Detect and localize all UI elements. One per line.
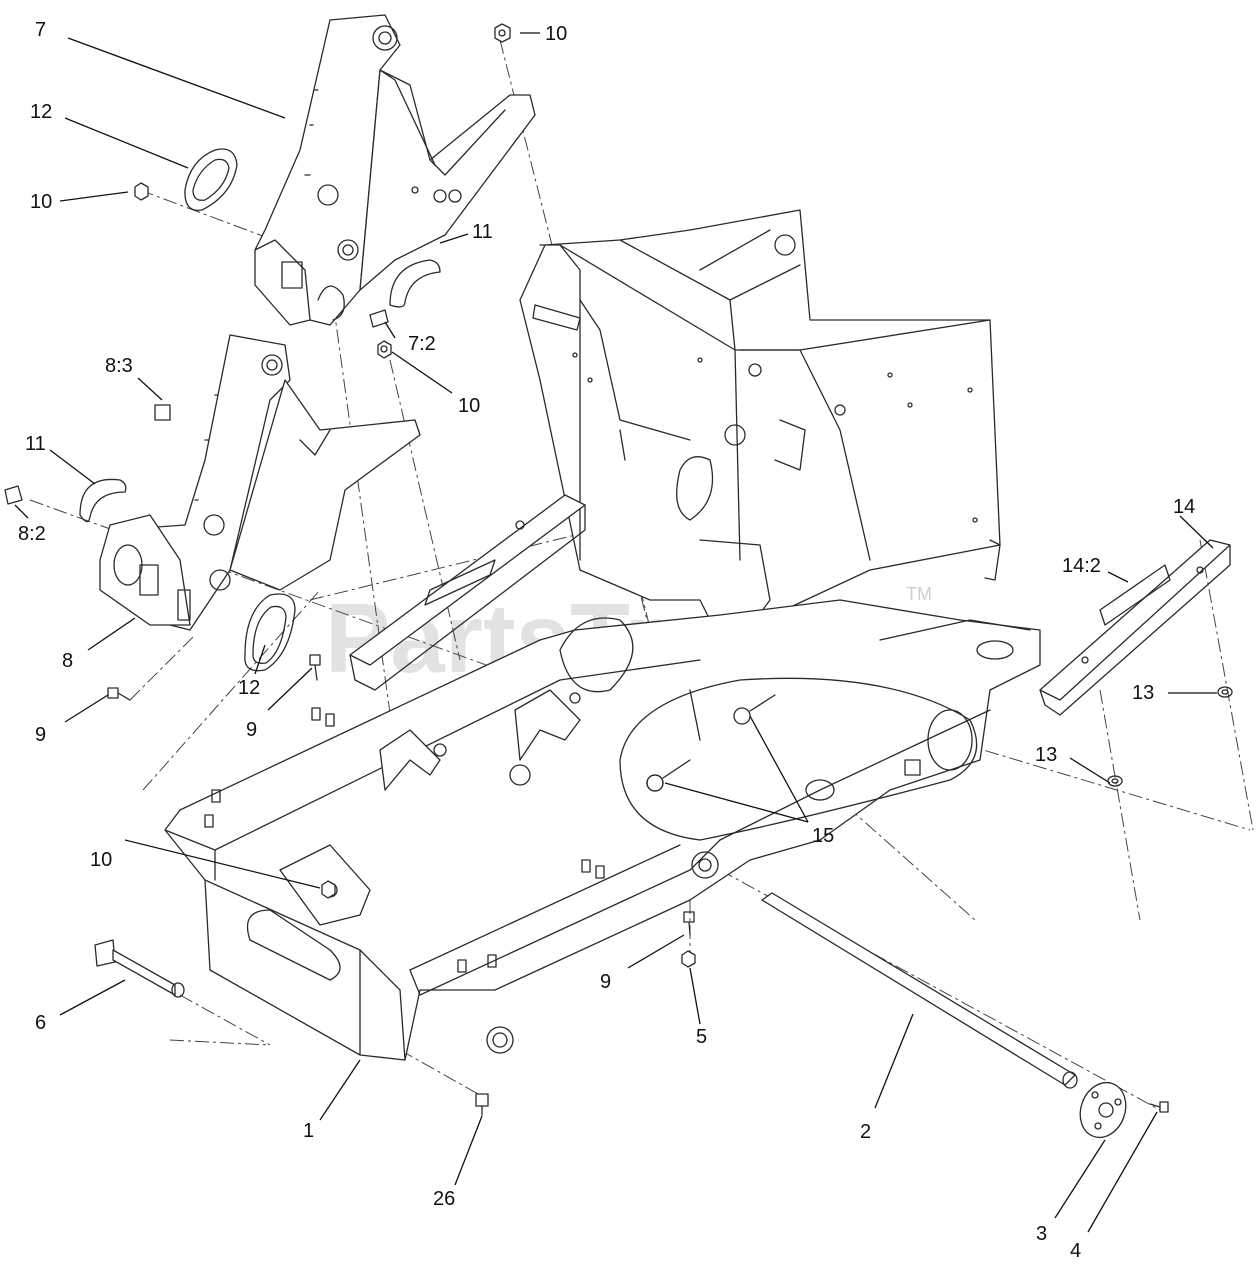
callout-10-top: 10: [545, 23, 567, 45]
part-12-grip-ring-top: [184, 148, 238, 211]
callout-10-left-top: 10: [30, 191, 52, 213]
callout-14-2: 14:2: [1062, 555, 1101, 577]
nut-10-mid: [377, 340, 392, 359]
bolt-9-mid: [309, 654, 321, 681]
callout-11-left: 11: [25, 433, 46, 455]
part-11-clip-left: [79, 478, 127, 523]
part-3-hub: [1079, 1081, 1127, 1139]
callout-14: 14: [1173, 496, 1195, 518]
decal-8-3: [154, 404, 171, 421]
callout-9-mid: 9: [246, 719, 257, 741]
callout-10-low: 10: [90, 849, 112, 871]
callout-7: 7: [35, 19, 46, 41]
washer-13-right: [1217, 686, 1233, 698]
callout-15: 15: [812, 825, 834, 847]
callout-1: 1: [303, 1120, 314, 1142]
part-11-clip-top: [389, 259, 441, 308]
part-7-upper-lift-arm: [254, 14, 536, 326]
callout-8-3: 8:3: [105, 355, 133, 377]
callout-11-top: 11: [472, 221, 493, 243]
main-tower-frame: [519, 209, 1001, 641]
callout-labels: 7 12 10 10 11 7:2 10 8:3 11 8:2 8 12 9 9…: [18, 19, 1195, 1262]
leader-lines: [14, 32, 1217, 1233]
bolt-9-low: [683, 911, 695, 936]
part-4-bolt: [1149, 1101, 1169, 1113]
part-2-axle-shaft: [761, 892, 1078, 1089]
callout-13-mid: 13: [1035, 744, 1057, 766]
callout-12-mid: 12: [238, 677, 260, 699]
callout-8: 8: [62, 650, 73, 672]
part-1-chassis: [164, 599, 1041, 1061]
watermark-trademark: TM: [906, 584, 932, 604]
callout-6: 6: [35, 1012, 46, 1034]
callout-2: 2: [860, 1121, 871, 1143]
bolt-9-left: [107, 687, 131, 701]
callout-26: 26: [433, 1188, 455, 1210]
nut-10-top: [494, 23, 511, 43]
pin-15-a: [646, 759, 691, 792]
decal-8-2: [4, 485, 23, 505]
part-26-bolt: [475, 1093, 489, 1116]
callout-4: 4: [1070, 1240, 1081, 1262]
chassis-pins-left: [204, 689, 605, 973]
callout-13-right: 13: [1132, 682, 1154, 704]
part-5-nut: [681, 950, 696, 968]
chassis-cross-tube: [349, 494, 586, 691]
nut-10-low: [321, 880, 336, 899]
part-8-lower-lift-arm: [99, 334, 421, 631]
callout-5: 5: [696, 1026, 707, 1048]
callout-12-top: 12: [30, 101, 52, 123]
callout-10-mid: 10: [458, 395, 480, 417]
part-6-pin: [94, 939, 185, 998]
callout-3: 3: [1036, 1223, 1047, 1245]
callout-8-2: 8:2: [18, 523, 46, 545]
part-12-grip-ring-mid: [244, 593, 296, 672]
callout-9-left: 9: [35, 724, 46, 746]
nut-10-left-top: [134, 182, 149, 201]
callout-7-2: 7:2: [408, 333, 436, 355]
part-14-bar: [1039, 539, 1231, 716]
decal-7-2: [369, 309, 389, 328]
callout-9-low: 9: [600, 971, 611, 993]
